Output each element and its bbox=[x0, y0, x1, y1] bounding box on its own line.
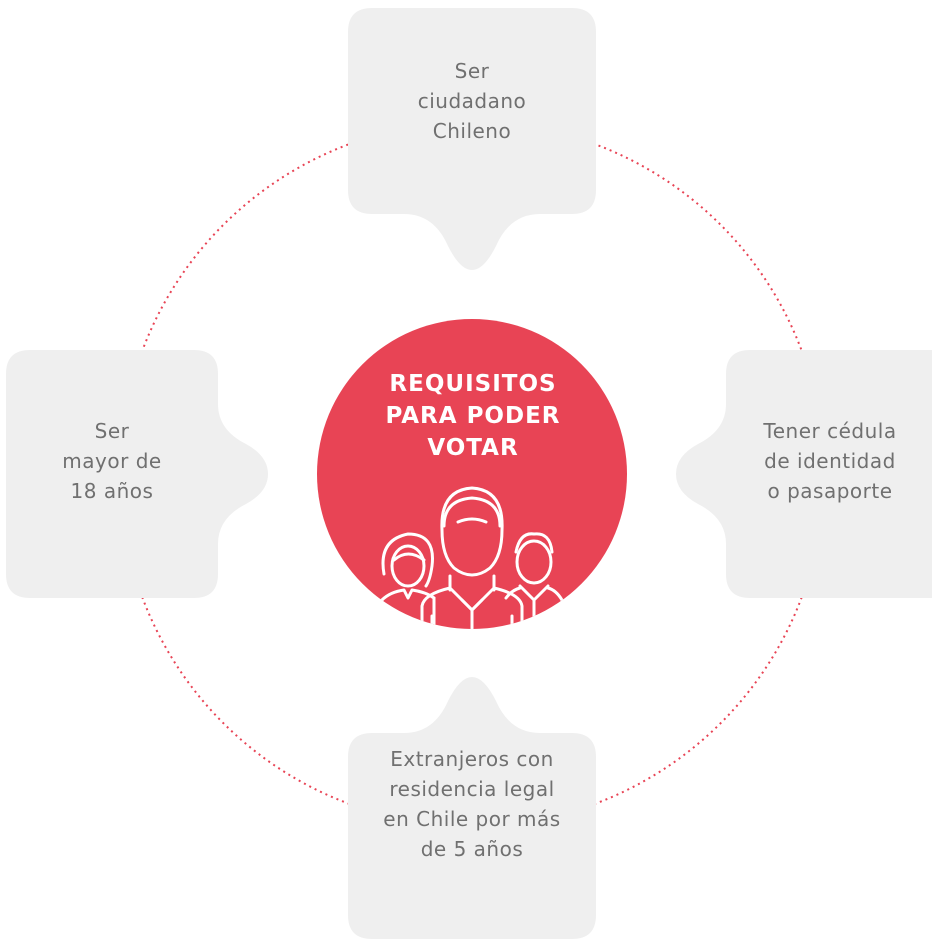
requirement-citizen: Ser ciudadano Chileno bbox=[417, 59, 527, 143]
requirement-age: Ser mayor de 18 años bbox=[62, 419, 162, 503]
requirement-id-document: Tener cédula de identidad o pasaporte bbox=[763, 419, 897, 503]
requirement-foreign-residents: Extranjeros con residencia legal en Chil… bbox=[383, 747, 561, 861]
center-title: REQUISITOS PARA PODER VOTAR bbox=[385, 371, 561, 461]
